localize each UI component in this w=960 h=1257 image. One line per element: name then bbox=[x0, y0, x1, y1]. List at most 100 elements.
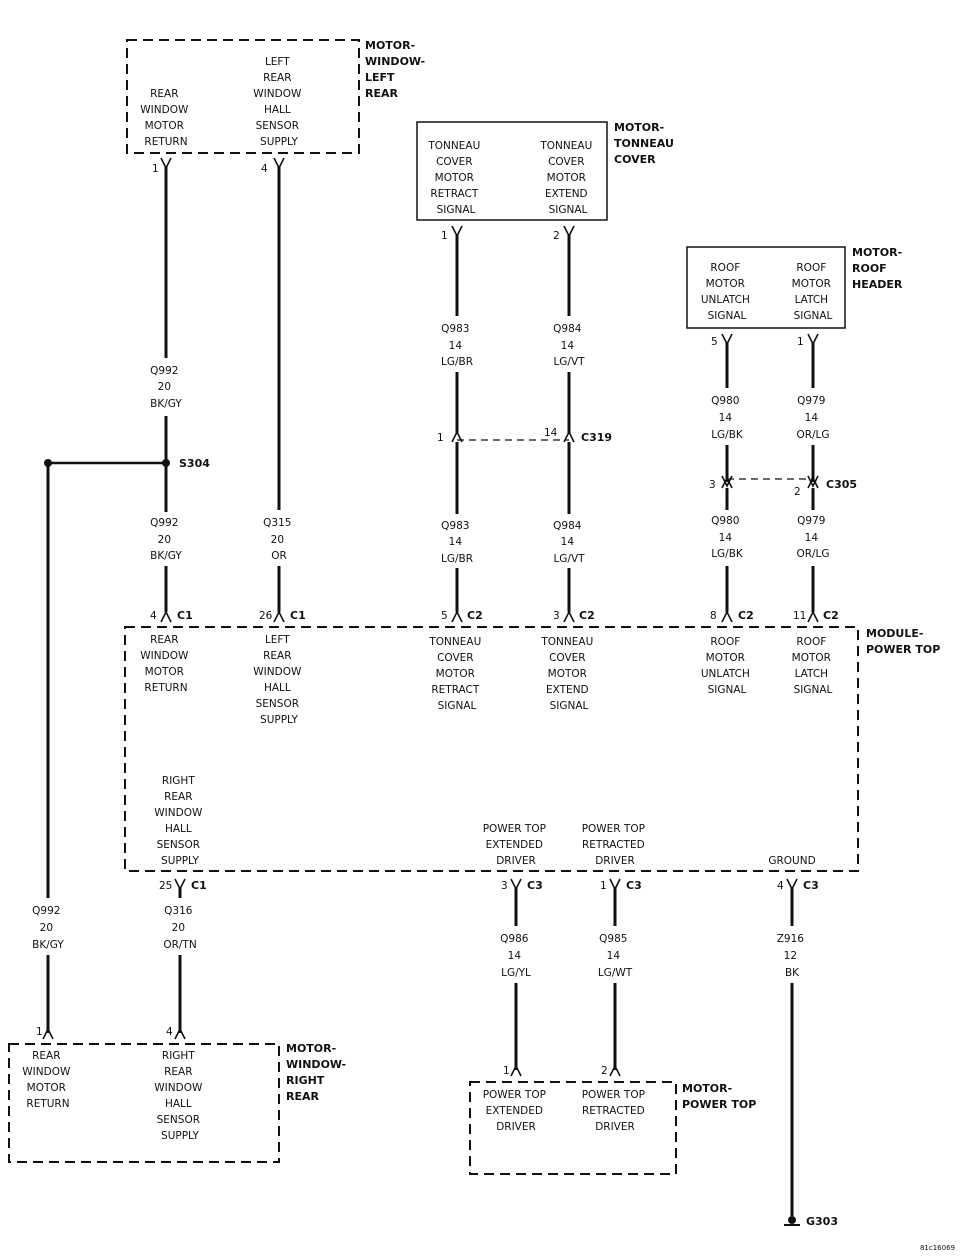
pin-label-tonneau-extend: TONNEAU COVER MOTOR EXTEND SIGNAL bbox=[539, 140, 595, 216]
svg-text:Q983 14 LG/BR: Q983 14 LG/BR bbox=[441, 323, 473, 368]
component-title: MOTOR- WINDOW- LEFT REAR bbox=[365, 39, 429, 100]
svg-text:C1: C1 bbox=[177, 609, 193, 622]
wire-q980-lower: Q980 14 LG/BK bbox=[711, 488, 744, 612]
wire-q983-upper: Q983 14 LG/BR bbox=[441, 225, 473, 434]
svg-text:3: 3 bbox=[501, 880, 508, 892]
svg-text:Q316 20 OR/TN: Q316 20 OR/TN bbox=[163, 905, 196, 951]
splice-s304: S304 bbox=[44, 457, 210, 470]
svg-text:RIGHT REAR WIN: RIGHT REAR WINDOW HALL SENSOR SUPPLY bbox=[154, 775, 205, 867]
svg-text:4: 4 bbox=[777, 880, 784, 892]
svg-text:LEFT REAR WIND: LEFT REAR WINDOW HALL SENSOR SUPPLY bbox=[253, 634, 304, 726]
pin-number: 1 bbox=[441, 230, 448, 242]
wire-q992-upper: Q992 20 BK/GY bbox=[150, 157, 182, 463]
module-pin-c3-4: GROUND 4 C3 bbox=[768, 855, 818, 892]
module-pin-c1-26: 26 C1 LEFT REAR WINDOW HALL SENSOR SUPPL… bbox=[253, 609, 305, 726]
svg-text:C2: C2 bbox=[467, 609, 483, 622]
svg-text:Q979 14 OR/LG: Q979 14 OR/LG bbox=[796, 515, 829, 560]
svg-text:26: 26 bbox=[259, 610, 273, 622]
connector-label: C319 bbox=[581, 431, 612, 444]
svg-text:14: 14 bbox=[544, 427, 558, 439]
svg-text:Z916 12 BK: Z916 12 BK bbox=[777, 933, 808, 979]
svg-text:25: 25 bbox=[159, 880, 172, 892]
svg-text:TONNEAU COVER: TONNEAU COVER MOTOR RETRACT SIGNAL bbox=[428, 636, 484, 712]
component-box bbox=[416, 121, 608, 221]
module-pin-c2-3: 3 C2 TONNEAU COVER MOTOR EXTEND SIGNAL bbox=[540, 609, 596, 712]
svg-text:POWER TOP RETRACTED: POWER TOP RETRACTED DRIVER bbox=[582, 823, 649, 867]
svg-text:Q983 14 LG/BR: Q983 14 LG/BR bbox=[441, 520, 473, 565]
pin-number: 4 bbox=[261, 163, 268, 175]
svg-text:1: 1 bbox=[437, 432, 444, 444]
component-box bbox=[124, 626, 859, 872]
svg-text:POWER TOP EXTENDED: POWER TOP EXTENDED DRIVER bbox=[483, 823, 550, 867]
motor-tonneau-cover: TONNEAU COVER MOTOR RETRACT SIGNAL TONNE… bbox=[416, 121, 678, 242]
connector-label: C305 bbox=[826, 478, 857, 491]
module-pin-c1-25: RIGHT REAR WINDOW HALL SENSOR SUPPLY 25 … bbox=[154, 775, 206, 892]
svg-text:GROUND: GROUND bbox=[768, 855, 815, 867]
component-title: MOTOR- ROOF HEADER bbox=[852, 246, 906, 291]
pin-label-roof-latch: ROOF MOTOR LATCH SIGNAL bbox=[792, 262, 835, 322]
wire-q315: Q315 20 OR bbox=[263, 157, 295, 612]
svg-text:3: 3 bbox=[553, 610, 560, 622]
svg-text:Q992 20 BK/GY: Q992 20 BK/GY bbox=[150, 365, 182, 410]
svg-text:2: 2 bbox=[794, 486, 801, 498]
module-pin-c2-5: 5 C2 TONNEAU COVER MOTOR RETRACT SIGNAL bbox=[428, 609, 484, 712]
wire-q984-upper: Q984 14 LG/VT bbox=[553, 225, 585, 434]
pin-label-retracted-driver: POWER TOP RETRACTED DRIVER bbox=[582, 1089, 649, 1133]
pin-label-rear-window-motor-return: REAR WINDOW MOTOR RETURN bbox=[22, 1050, 73, 1110]
wire-q980-upper: Q980 14 LG/BK bbox=[711, 333, 744, 482]
component-box bbox=[686, 246, 846, 329]
ground-g303: G303 bbox=[784, 1215, 838, 1228]
wire-q984-lower: Q984 14 LG/VT bbox=[553, 442, 585, 612]
svg-text:4: 4 bbox=[150, 610, 157, 622]
module-pin-c2-11: 11 C2 ROOF MOTOR LATCH SIGNAL bbox=[792, 609, 839, 696]
svg-text:C1: C1 bbox=[191, 879, 207, 892]
wire-q316: Q316 20 OR/TN bbox=[163, 887, 197, 1040]
svg-text:1: 1 bbox=[600, 880, 607, 892]
svg-text:Q984 14 LG/VT: Q984 14 LG/VT bbox=[553, 520, 585, 565]
svg-text:REAR WINDOW MO: REAR WINDOW MOTOR RETURN bbox=[140, 634, 191, 694]
svg-text:TONNEAU COVER: TONNEAU COVER MOTOR EXTEND SIGNAL bbox=[540, 636, 596, 712]
module-pin-c3-3: POWER TOP EXTENDED DRIVER 3 C3 bbox=[483, 823, 550, 892]
svg-text:Q984 14 LG/VT: Q984 14 LG/VT bbox=[553, 323, 585, 368]
svg-text:Q315 20 OR: Q315 20 OR bbox=[263, 517, 295, 562]
module-pin-c2-8: 8 C2 ROOF MOTOR UNLATCH SIGNAL bbox=[701, 609, 754, 696]
pin-number: 1 bbox=[36, 1026, 43, 1038]
splice-label: S304 bbox=[179, 457, 210, 470]
pin-label-tonneau-retract: TONNEAU COVER MOTOR RETRACT SIGNAL bbox=[427, 140, 483, 216]
module-power-top: MODULE- POWER TOP 4 C1 REAR WINDOW MOTOR… bbox=[124, 609, 940, 892]
inline-connector-c305: 3 2 C305 bbox=[709, 475, 857, 498]
motor-window-right-rear: 1 4 REAR WINDOW MOTOR RETURN RIGHT REAR … bbox=[8, 1026, 350, 1163]
component-title: MODULE- POWER TOP bbox=[866, 627, 940, 656]
component-box bbox=[126, 39, 360, 154]
component-title: MOTOR- TONNEAU COVER bbox=[614, 121, 678, 166]
pin-number: 1 bbox=[797, 336, 804, 348]
component-title: MOTOR- WINDOW- RIGHT REAR bbox=[286, 1042, 350, 1103]
pin-label-rear-window-motor-return: REAR WINDOW MOTOR RETURN bbox=[140, 88, 191, 148]
svg-text:11: 11 bbox=[793, 610, 806, 622]
svg-text:C3: C3 bbox=[803, 879, 819, 892]
pin-label-roof-unlatch: ROOF MOTOR UNLATCH SIGNAL bbox=[701, 262, 753, 322]
svg-text:5: 5 bbox=[441, 610, 448, 622]
figure-id: 81c16069 bbox=[920, 1244, 955, 1252]
wire-q979-upper: Q979 14 OR/LG bbox=[796, 333, 830, 482]
wire-z916: Z916 12 BK bbox=[777, 887, 808, 1216]
inline-connector-c319: 1 14 C319 bbox=[437, 427, 612, 444]
component-title: MOTOR- POWER TOP bbox=[682, 1082, 756, 1111]
pin-label-right-hall-sensor-supply: RIGHT REAR WINDOW HALL SENSOR SUPPLY bbox=[154, 1050, 205, 1142]
wire-q983-lower: Q983 14 LG/BR bbox=[441, 442, 473, 612]
wire-q985: Q985 14 LG/WT bbox=[598, 887, 633, 1077]
wire-q992-right: Q992 20 BK/GY bbox=[32, 463, 64, 1040]
component-box bbox=[469, 1081, 677, 1175]
svg-text:ROOF MOTOR UNL: ROOF MOTOR UNLATCH SIGNAL bbox=[701, 636, 753, 696]
svg-text:C2: C2 bbox=[738, 609, 754, 622]
pin-label-extended-driver: POWER TOP EXTENDED DRIVER bbox=[483, 1089, 550, 1133]
component-box bbox=[8, 1043, 280, 1163]
svg-text:Q992 20 BK/GY: Q992 20 BK/GY bbox=[32, 905, 64, 951]
svg-text:Q992 20 BK/GY: Q992 20 BK/GY bbox=[150, 517, 182, 562]
svg-text:Q986 14 LG/YL: Q986 14 LG/YL bbox=[500, 933, 532, 979]
svg-text:ROOF MOTOR LAT: ROOF MOTOR LATCH SIGNAL bbox=[792, 636, 835, 696]
svg-text:C2: C2 bbox=[579, 609, 595, 622]
svg-text:C3: C3 bbox=[626, 879, 642, 892]
pin-number: 2 bbox=[601, 1065, 608, 1077]
